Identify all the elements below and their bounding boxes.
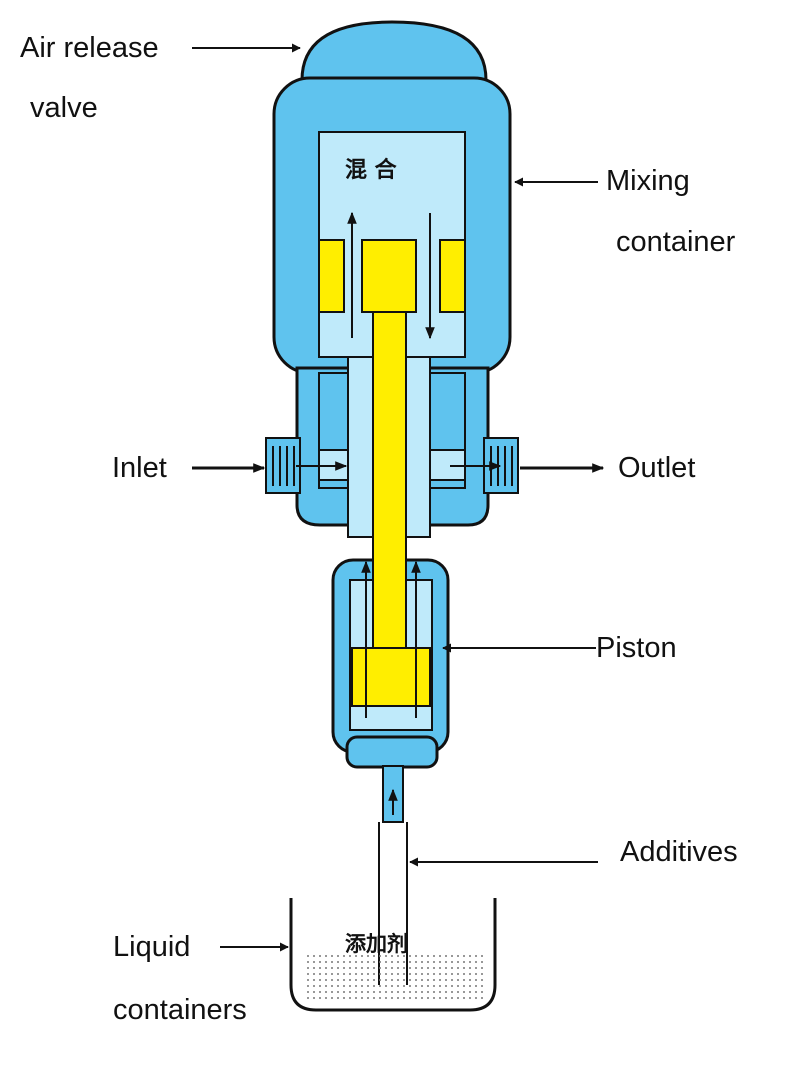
piston-label: Piston (596, 632, 677, 664)
liquid-surface (303, 955, 483, 1003)
piston-block-center (361, 239, 417, 313)
piston-rod (372, 311, 407, 653)
lower-neck (345, 735, 439, 769)
piston-block-left (318, 239, 345, 313)
liquid-container (289, 898, 497, 1012)
inlet-label: Inlet (112, 452, 167, 484)
mixing-chamber-text: 混 合 (345, 158, 397, 183)
liquid-containers-label-1: Liquid (113, 931, 191, 963)
inlet-connector (265, 437, 301, 494)
liquid-containers-label-2: containers (113, 994, 247, 1026)
mixing-container-label-1: Mixing (606, 165, 690, 197)
additive-text: 添加剂 (345, 932, 408, 956)
piston-lower-head (351, 647, 431, 707)
air-release-valve-dome (300, 20, 488, 82)
mixing-container-label-2: container (616, 226, 736, 258)
outlet-label: Outlet (618, 452, 696, 484)
air-release-label-2: valve (30, 92, 98, 124)
air-release-label-1: Air release (20, 32, 159, 64)
additives-label: Additives (620, 836, 738, 868)
piston-block-right (439, 239, 466, 313)
